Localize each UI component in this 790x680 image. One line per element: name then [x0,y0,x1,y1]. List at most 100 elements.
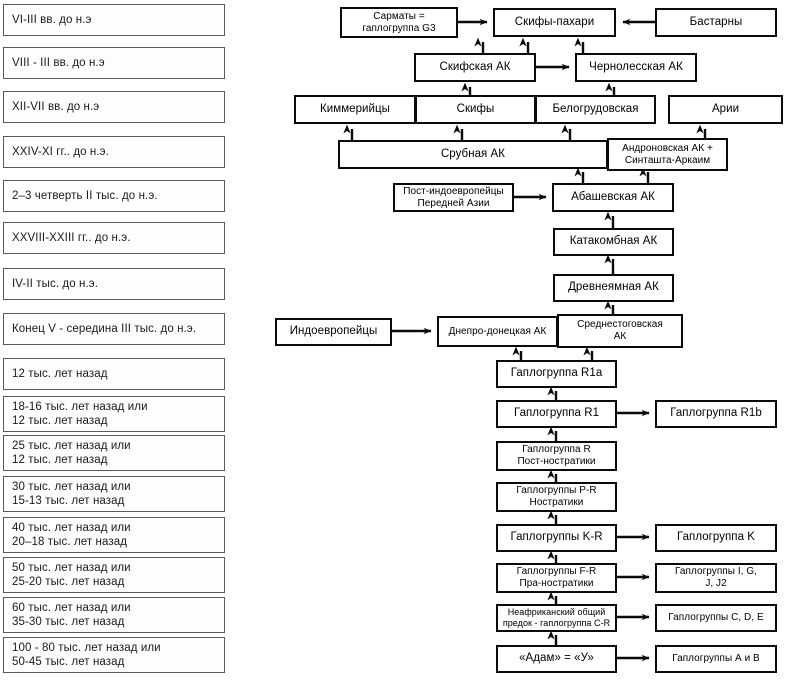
node-dnepro-donetskaya-ak[interactable]: Днепро-донецкая АК [437,316,558,347]
node-line: Арии [711,102,740,115]
node-skify[interactable]: Скифы [415,95,536,124]
node-line: Гаплогруппы P-R [516,485,597,496]
period-line: 35-30 тыс. лет назад [12,616,125,628]
period-line: 100 - 80 тыс. лет назад или [12,642,161,654]
period-line: 50 тыс. лет назад или [12,562,131,574]
period-label-9: 12 тыс. лет назад [3,358,225,390]
node-line: Пра-ностратики [519,578,594,589]
period-label-12: 30 тыс. лет назад или 15-13 тыс. лет наз… [3,476,225,512]
node-line: Киммерийцы [320,102,390,115]
period-line: VIII - III вв. до н.э [12,57,105,69]
node-line: «Адам» = «У» [519,652,594,665]
node-adam-y[interactable]: «Адам» = «У» [496,645,617,673]
node-line: Среднестоговская [577,319,663,330]
node-line: гаплогруппа G3 [362,22,436,34]
node-drevneyamnaya-ak[interactable]: Древнеямная АК [553,274,674,302]
period-label-1: VI-III вв. до н.э [3,4,225,36]
node-haplogroups-a-b[interactable]: Гаплогруппы А и В [655,645,777,673]
node-line: Гаплогруппа R1 [513,407,600,420]
node-line: Сарматы = [373,10,425,22]
node-line: Андроновская АК + [622,142,713,154]
period-label-6: XXVIII-XXIII гг.. до н.э. [3,222,225,254]
period-label-2: VIII - III вв. до н.э [3,47,225,79]
node-haplogroup-r1a[interactable]: Гаплогруппа R1a [496,360,617,388]
node-line: Бастарны [689,15,743,28]
period-line: 15-13 тыс. лет назад [12,495,125,507]
node-line: Гаплогруппа K [676,531,756,544]
period-label-8: Конец V - середина III тыс. до н.э. [3,313,225,345]
period-label-14: 50 тыс. лет назад или 25-20 тыс. лет наз… [3,557,225,593]
node-haplogroup-k[interactable]: Гаплогруппа K [655,524,777,552]
node-bastarny[interactable]: Бастарны [655,8,777,37]
node-skify-pahari[interactable]: Скифы-пахари [493,8,616,37]
node-haplogroups-c-d-e[interactable]: Гаплогруппы C, D, E [655,604,777,632]
node-line: Синташта-Аркаим [624,154,711,166]
node-line: Скифы [456,102,495,115]
node-line: J, J2 [705,578,727,589]
node-line: Древнеямная АК [568,281,659,294]
period-line: IV-II тыс. до н.э. [12,278,99,290]
node-line: Гаплогруппы I, G, [675,566,757,577]
period-line: 12 тыс. лет назад [12,415,108,427]
node-line: Неафриканский общий [507,607,606,617]
node-line: Чернолесская АК [589,60,683,73]
node-haplogroups-fr-pra-nostratic[interactable]: Гаплогруппы F-R Пра-ностратики [496,563,617,593]
period-line: 60 тыс. лет назад или [12,602,131,614]
period-label-15: 60 тыс. лет назад или 35-30 тыс. лет наз… [3,597,225,633]
node-line: Гаплогруппы K-R [510,531,603,544]
node-kimmeriycy[interactable]: Киммерийцы [294,95,416,124]
node-katakombnaya-ak[interactable]: Катакомбная АК [553,228,674,256]
node-line: Передней Азии [417,197,490,209]
node-haplogroup-r-post-nostratic[interactable]: Гаплогруппа R Пост-ностратики [496,441,617,471]
node-line: Гаплогруппа R [522,444,591,455]
node-line: Пост-индоевропейцы [403,185,504,197]
node-line: Пост-ностратики [517,456,596,467]
period-line: VI-III вв. до н.э [12,14,92,26]
node-post-indoevropeycy[interactable]: Пост-индоевропейцы Передней Азии [393,183,514,212]
period-line: 20–18 тыс. лет назад [12,536,128,548]
node-belogrudovskaya[interactable]: Белогрудовская [535,95,656,124]
period-label-7: IV-II тыс. до н.э. [3,268,225,300]
node-line: Гаплогруппа R1b [670,407,762,420]
node-haplogroup-r1[interactable]: Гаплогруппа R1 [496,400,617,428]
node-line: Гаплогруппы C, D, E [668,612,764,623]
period-line: 12 тыс. лет назад [12,454,108,466]
node-line: Скифы-пахари [514,15,595,28]
period-line: XXIV-XI гг.. до н.э. [12,146,109,158]
node-line: Ностратики [529,497,584,508]
node-haplogroups-kr[interactable]: Гаплогруппы K-R [496,524,617,552]
node-line: АК [613,331,627,342]
node-arii[interactable]: Арии [668,95,783,124]
node-line: Абашевская АК [571,190,655,203]
node-non-african-ancestor-cr[interactable]: Неафриканский общий предок - гаплогруппа… [496,604,617,632]
node-line: Гаплогруппы А и В [672,653,760,664]
node-line: Скифская АК [439,60,511,73]
period-label-16: 100 - 80 тыс. лет назад или 50-45 тыс. л… [3,637,225,673]
node-skifskaya-ak[interactable]: Скифская АК [414,53,536,82]
node-haplogroups-pr-nostratic[interactable]: Гаплогруппы P-R Ностратики [496,482,617,512]
node-haplogroup-r1b[interactable]: Гаплогруппа R1b [655,400,777,428]
node-line: Днепро-донецкая АК [448,325,547,337]
period-line: Конец V - середина III тыс. до н.э. [12,323,197,335]
node-indoevropeycy[interactable]: Индоевропейцы [275,318,392,346]
node-chernolesskaya-ak[interactable]: Чернолесская АК [575,53,697,82]
node-haplogroups-i-g-j-j2[interactable]: Гаплогруппы I, G, J, J2 [655,563,777,593]
period-line: 25 тыс. лет назад или [12,440,131,452]
period-label-13: 40 тыс. лет назад или 20–18 тыс. лет наз… [3,517,225,553]
period-label-3: XII-VII вв. до н.э [3,91,225,123]
node-abashevskaya-ak[interactable]: Абашевская АК [552,183,674,212]
node-line: Катакомбная АК [569,235,658,248]
period-line: XII-VII вв. до н.э [12,101,100,113]
node-line: Белогрудовская [552,102,639,115]
period-label-10: 18-16 тыс. лет назад или 12 тыс. лет наз… [3,396,225,432]
period-label-4: XXIV-XI гг.. до н.э. [3,136,225,168]
node-sarmaty[interactable]: Сарматы = гаплогруппа G3 [340,7,458,38]
period-label-5: 2–3 четверть II тыс. до н.э. [3,180,225,212]
node-line: Гаплогруппа R1a [510,367,603,380]
node-srednestogovskaya-ak[interactable]: Среднестоговская АК [557,314,683,348]
period-line: 12 тыс. лет назад [12,368,108,380]
period-label-11: 25 тыс. лет назад или 12 тыс. лет назад [3,435,225,471]
node-srubnaya-ak[interactable]: Срубная АК [338,140,608,169]
node-andronovskaya-ak[interactable]: Андроновская АК + Синташта-Аркаим [607,138,728,171]
